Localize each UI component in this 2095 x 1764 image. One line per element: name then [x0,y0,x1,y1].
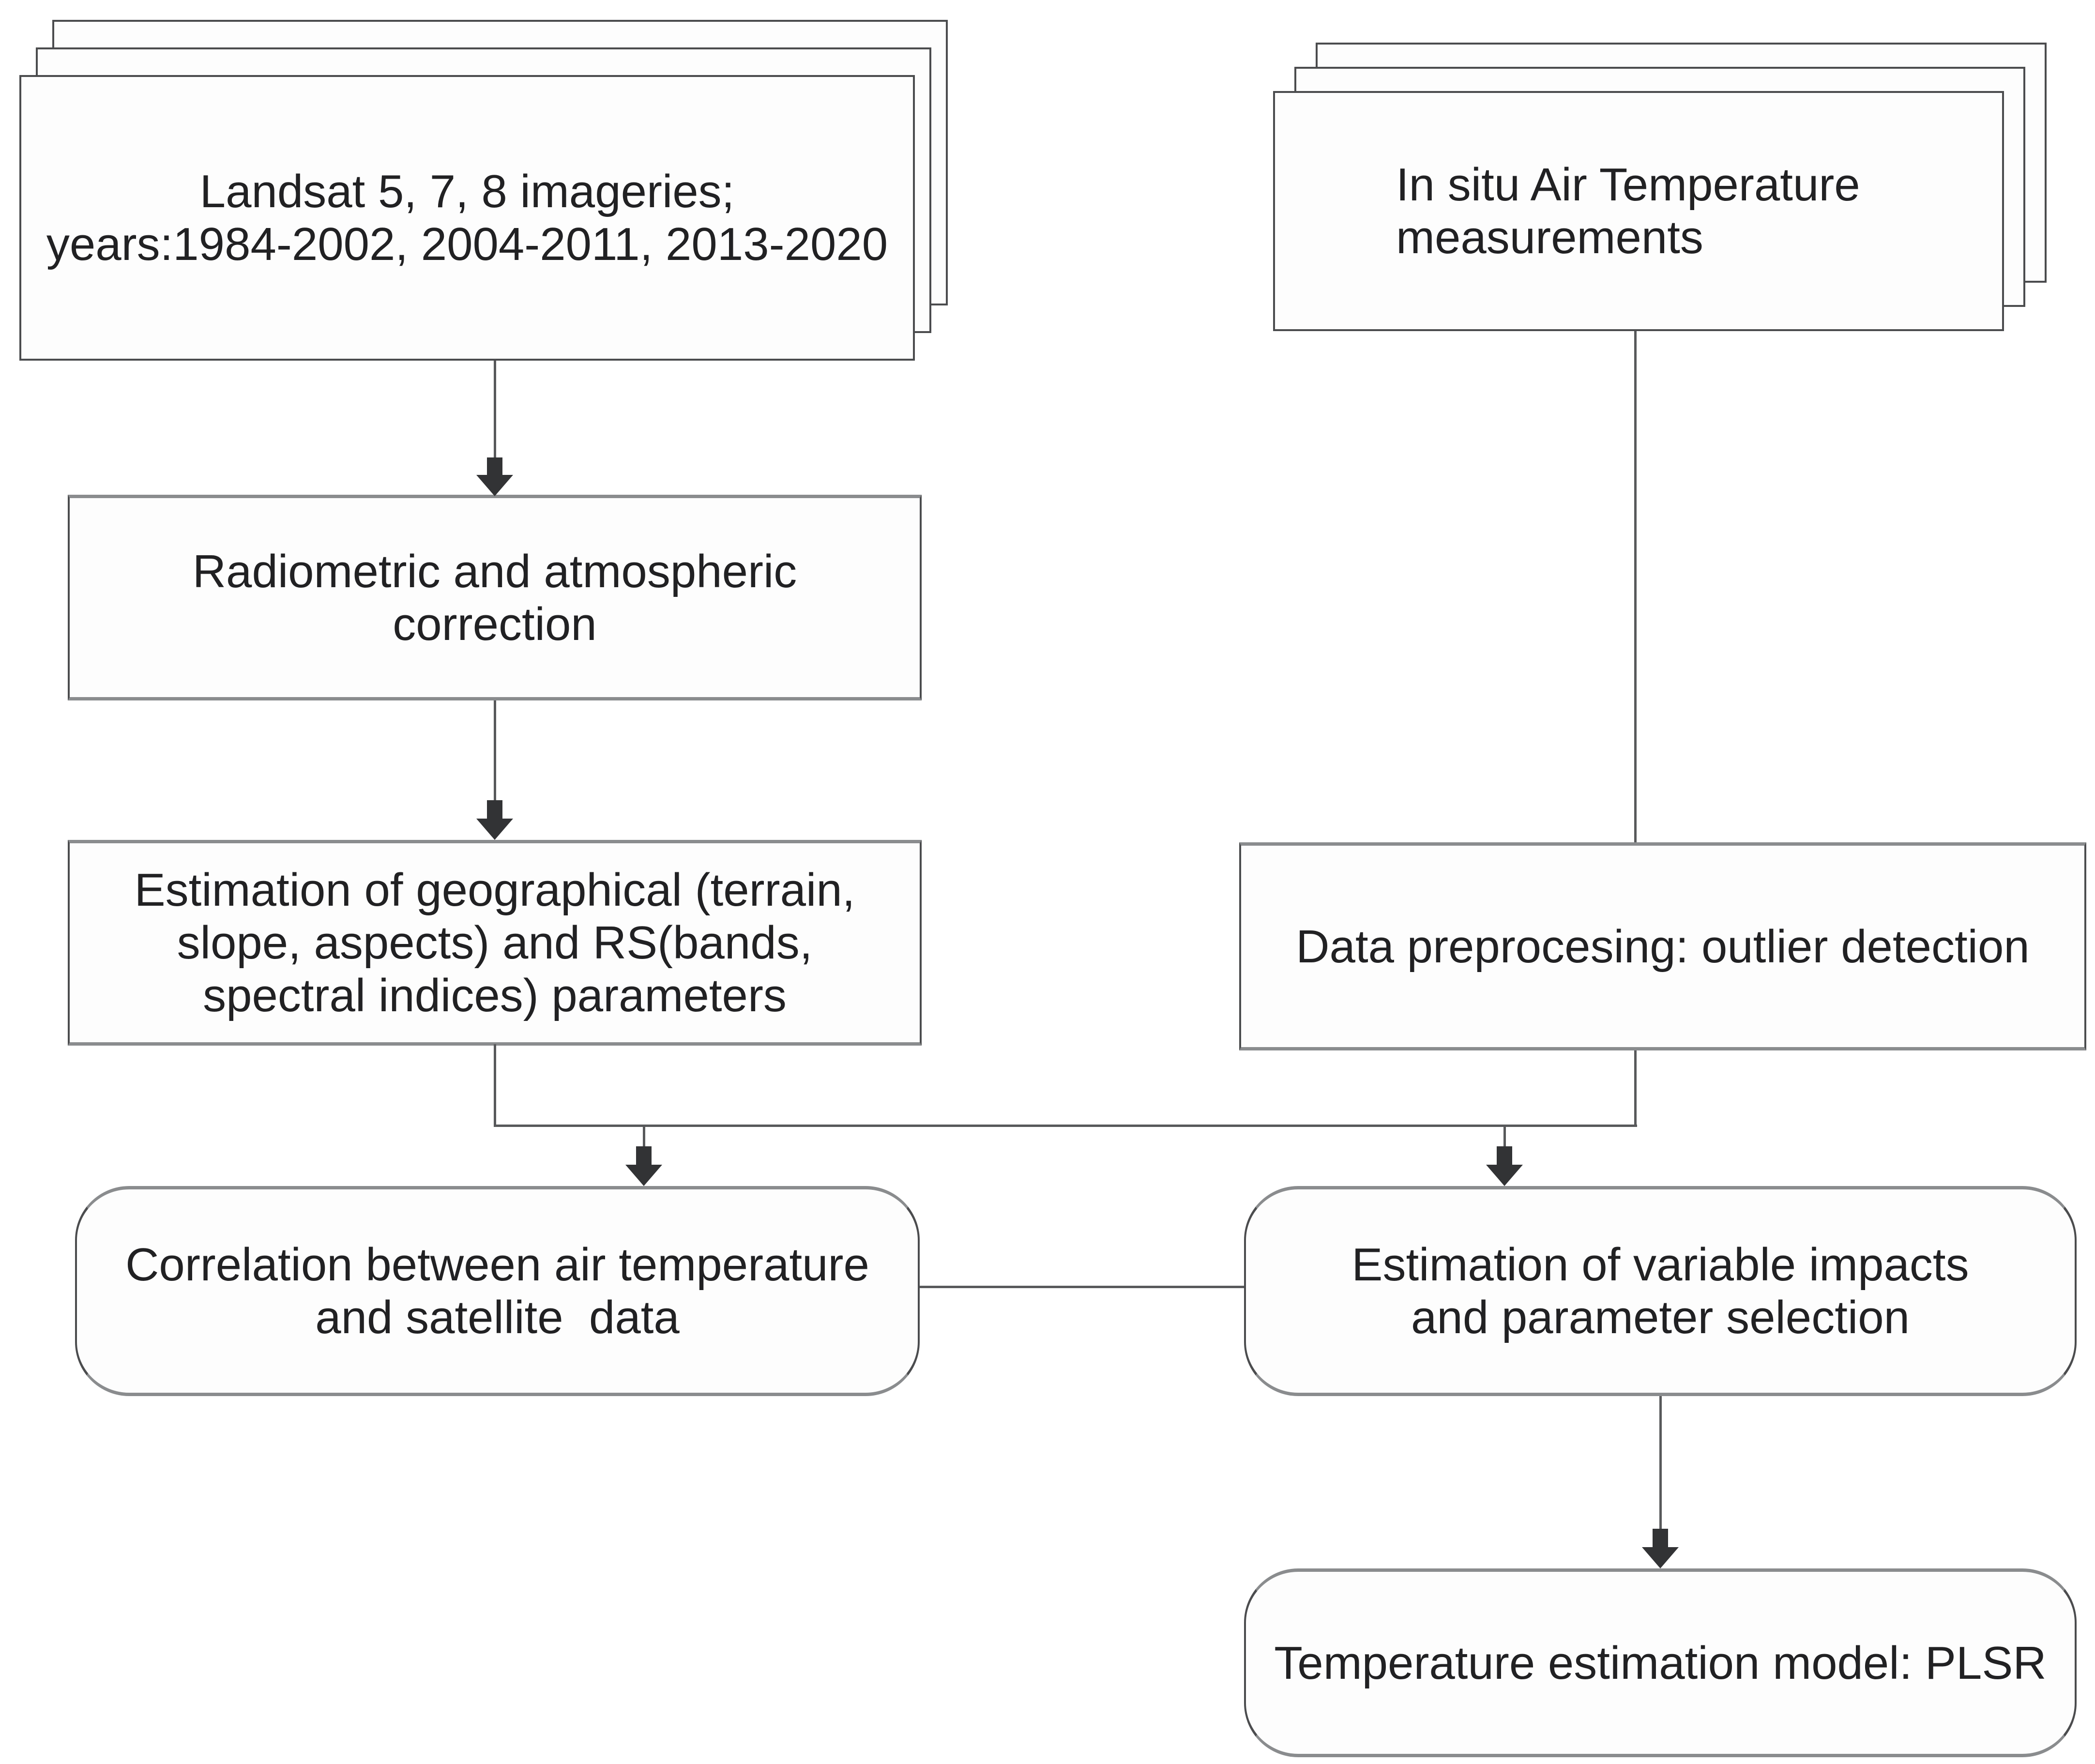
box-text-line: and satellite data [315,1292,680,1343]
box-text-line: Data preprocesing: outlier detection [1296,920,2030,973]
box-text-line: correction [393,598,597,650]
box-text-line: Radiometric and atmospheric [192,545,797,597]
box-text-line: Correlation between air temperature [125,1239,869,1291]
connector-line [1659,1396,1662,1529]
box-text-line: spectral indices) parameters [203,970,787,1021]
box-plsr-model: Temperature estimation model: PLSR [1244,1568,2077,1757]
connector-line [494,700,496,800]
box-text-line: Landsat 5, 7, 8 imageries; [199,166,735,217]
arrow-down-icon [476,457,513,496]
box-text-line: Temperature estimation model: PLSR [1274,1637,2047,1689]
box-radiometric-correction: Radiometric and atmospheric correction [68,495,922,700]
box-text-line: Estimation of geographical (terrain, [134,864,855,916]
arrow-down-icon [625,1146,662,1186]
connector-line [1634,1050,1637,1127]
box-text-line: years:1984-2002, 2004-2011, 2013-2020 [46,218,888,270]
box-data-preprocessing: Data preprocesing: outlier detection [1239,842,2086,1050]
arrow-down-icon [1642,1529,1679,1568]
box-text-line: and parameter selection [1411,1292,1910,1343]
box-insitu-air-temperature: In situ Air Temperature measurements [1273,91,2004,331]
connector-line [494,1125,1637,1127]
connector-line [494,361,496,457]
connector-line [920,1286,1244,1288]
connector-line [643,1127,645,1147]
box-variable-impacts: Estimation of variable impacts and param… [1244,1186,2077,1396]
arrow-down-icon [1486,1146,1523,1186]
arrow-down-icon [476,800,513,840]
connector-line [1634,331,1637,842]
box-text-line: In situ Air Temperature [1396,159,1860,211]
connector-line [494,1044,496,1126]
box-text-line: Estimation of variable impacts [1351,1239,1969,1291]
box-text-line: measurements [1396,212,1703,263]
box-parameter-estimation: Estimation of geographical (terrain, slo… [68,840,922,1046]
box-text-line: slope, aspects) and RS(bands, [177,917,813,969]
box-correlation: Correlation between air temperature and … [75,1186,920,1396]
box-landsat-imagery: Landsat 5, 7, 8 imageries; years:1984-20… [19,75,915,361]
connector-line [1503,1127,1506,1147]
